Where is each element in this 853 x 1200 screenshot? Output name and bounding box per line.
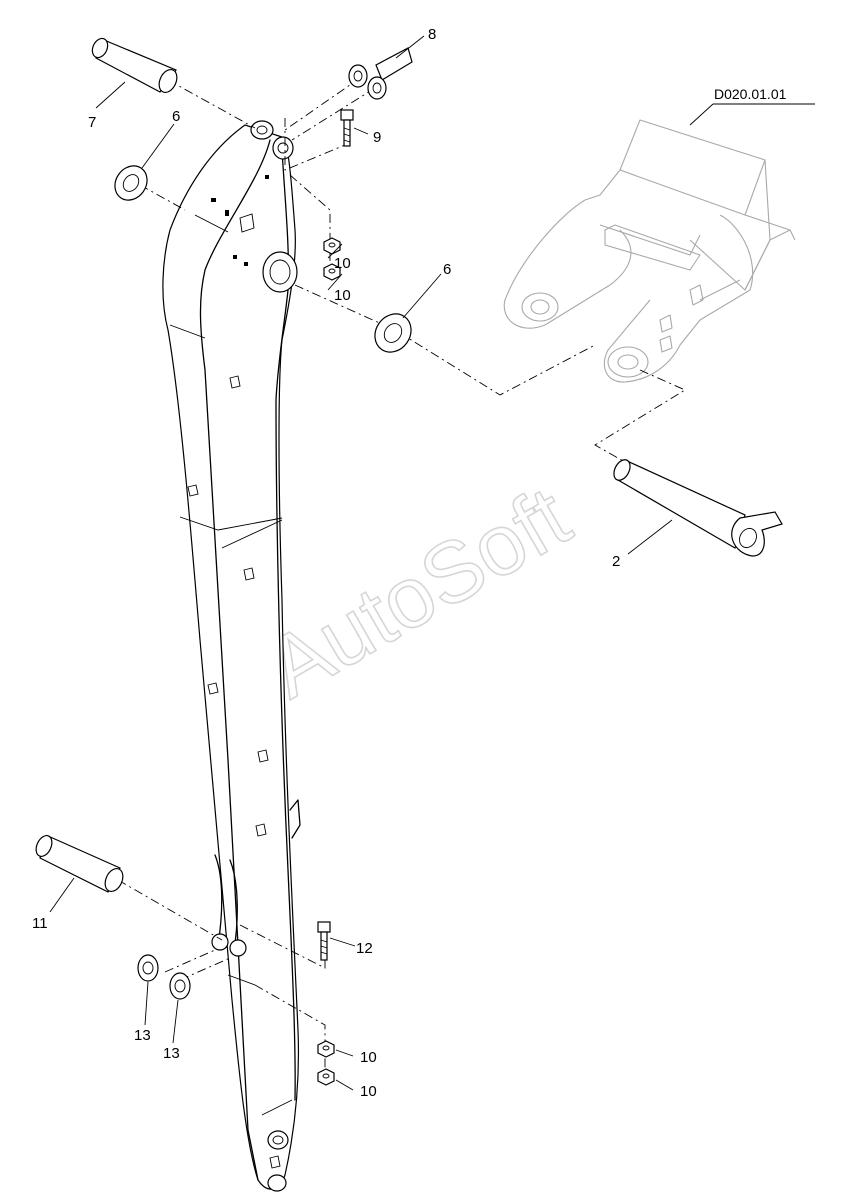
washer-part-6-lower (374, 313, 412, 353)
callout-7: 7 (88, 114, 96, 131)
nut-part-10-lower-b (317, 1068, 335, 1086)
callout-10-lower-a: 10 (360, 1049, 377, 1066)
pin-part-7 (91, 37, 178, 93)
washer-part-13-a (137, 954, 159, 982)
ghost-mating-assembly (503, 119, 796, 383)
callout-6-upper: 6 (172, 108, 180, 125)
nut-part-10-lower-a (317, 1040, 335, 1058)
callout-10-lower-b: 10 (360, 1083, 377, 1100)
callout-13-b: 13 (163, 1045, 180, 1062)
callout-8: 8 (428, 26, 436, 43)
callout-10-upper-b: 10 (334, 287, 351, 304)
callout-2: 2 (612, 553, 620, 570)
callout-9: 9 (373, 129, 381, 146)
callout-11: 11 (32, 915, 48, 932)
leader-lines (49, 35, 815, 1091)
callout-6-lower: 6 (443, 261, 451, 278)
washer-part-13-b (169, 972, 191, 1000)
shim-part-8 (348, 47, 413, 100)
nut-part-10-upper-a (323, 237, 341, 255)
washer-part-6-upper (114, 165, 148, 201)
pin-part-11 (35, 835, 124, 893)
bolt-part-12 (317, 921, 331, 961)
watermark-text: AutoSoft (252, 468, 586, 716)
callout-10-upper-a: 10 (334, 255, 351, 272)
bolt-part-9 (340, 109, 354, 147)
callout-13-a: 13 (134, 1027, 151, 1044)
arm-body (162, 120, 301, 1192)
assembly-lines (117, 77, 686, 1075)
reference-label: D020.01.01 (714, 86, 787, 102)
pin-part-2 (613, 459, 783, 557)
callout-12: 12 (356, 940, 373, 957)
